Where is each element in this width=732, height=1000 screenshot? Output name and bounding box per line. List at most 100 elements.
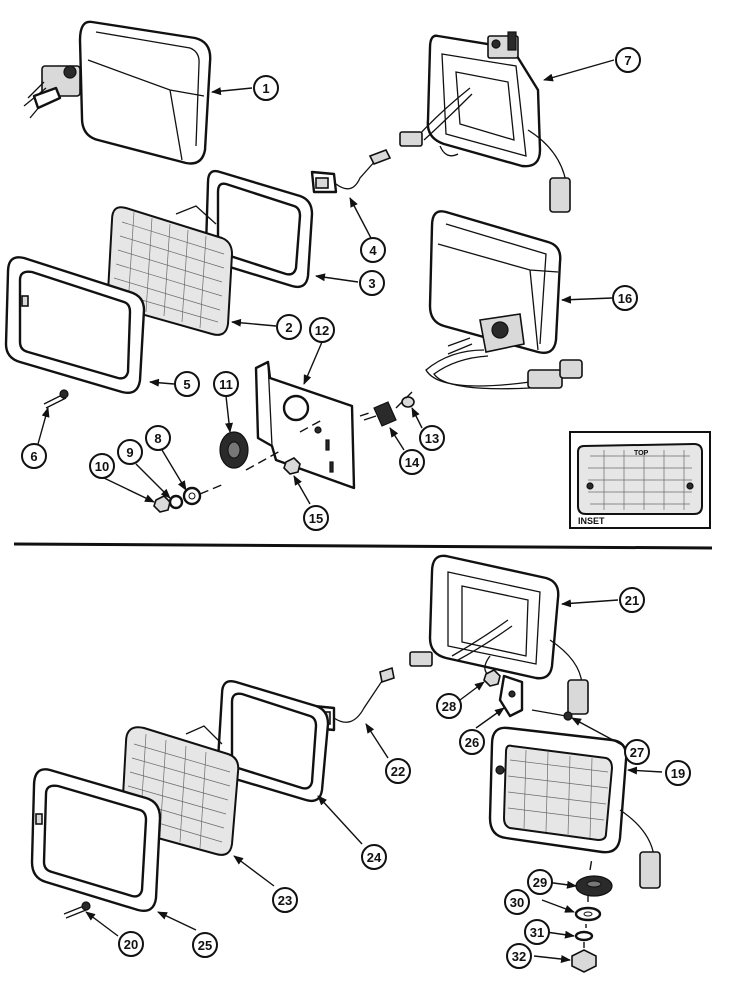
nut-10 [153,495,171,513]
callout-circle [419,425,445,451]
callout-number: 20 [124,937,138,952]
callout-circle [361,844,387,870]
bottom-callout-9: 30 [504,889,530,915]
callout-number: 28 [442,699,456,714]
callout-number: 26 [465,735,479,750]
callout-circle [524,919,550,945]
callout-number: 7 [624,53,631,68]
section-divider [13,542,713,550]
callout-circle [192,932,218,958]
callout-circle [174,371,200,397]
inset-top-marking: TOP [634,450,649,457]
top-callout-2: 4 [360,237,386,263]
bottom-callout-10: 31 [524,919,550,945]
callout-number: 9 [126,445,133,460]
callout-circle [459,729,485,755]
callout-number: 24 [367,850,382,865]
callout-circle [619,587,645,613]
top-callout-4: 2 [276,314,302,340]
lock-washer-9 [168,494,184,510]
callout-circle [21,443,47,469]
callout-number: 5 [183,377,190,392]
top-callout-11: 14 [399,449,425,475]
callout-number: 19 [671,766,685,781]
grommet-29 [575,875,613,897]
callout-circle [436,693,462,719]
nut-32 [571,949,597,973]
callout-number: 2 [285,320,292,335]
callout-number: 30 [510,895,524,910]
bottom-callout-6: 24 [361,844,387,870]
gasket-bottom [216,680,330,803]
bottom-callout-13: 32 [506,943,532,969]
rear-housing-bottom [409,554,589,715]
callout-circle [665,760,691,786]
nut-15 [283,457,301,475]
callout-number: 3 [368,276,375,291]
top-callout-3: 3 [359,270,385,296]
grommet [219,431,249,469]
callout-circle [118,931,144,957]
bottom-callout-4: 27 [624,739,650,765]
callout-number: 8 [154,431,161,446]
washer-8 [182,486,202,506]
callout-circle [117,439,143,465]
callout-number: 23 [278,893,292,908]
top-callout-13: 8 [145,425,171,451]
bottom-callout-5: 19 [665,760,691,786]
callout-circle [276,314,302,340]
bezel-top [4,256,146,394]
bottom-callouts: 21 28 22 26 27 19 24 23 29 30 31 20 25 32 [118,587,691,969]
bottom-callout-1: 28 [436,693,462,719]
callout-number: 32 [512,949,526,964]
top-callout-14: 10 [89,453,115,479]
top-callout-5: 16 [612,285,638,311]
rear-housing-assembly [399,31,571,213]
top-callout-6: 12 [309,317,335,343]
callout-number: 29 [533,875,547,890]
top-callout-10: 13 [419,425,445,451]
screw-20 [63,901,91,919]
inset-label: INSET [578,516,605,526]
bottom-callout-7: 23 [272,887,298,913]
lamp-assembly-bottom [488,726,661,889]
callout-circle [504,889,530,915]
callout-circle [272,887,298,913]
mounting-bracket [254,360,356,490]
top-callout-15: 15 [303,505,329,531]
callout-number: 10 [95,459,109,474]
bulb-with-lead [310,148,392,194]
bottom-callout-8: 29 [527,869,553,895]
callout-number: 25 [198,938,212,953]
nut-28 [483,669,501,687]
bolt-27 [531,709,573,721]
top-callout-12: 9 [117,439,143,465]
lock-washer-31 [574,930,594,942]
callout-circle [145,425,171,451]
callout-number: 27 [630,745,644,760]
bottom-callout-0: 21 [619,587,645,613]
nut-13 [401,396,415,408]
callout-number: 13 [425,431,439,446]
lamp-housing-assembly [23,20,212,165]
callout-circle [89,453,115,479]
callout-number: 12 [315,323,329,338]
callout-circle [253,75,279,101]
callout-circle [303,505,329,531]
callout-number: 11 [219,377,233,392]
top-callout-8: 11 [213,371,239,397]
washer-30 [574,906,602,922]
leader-lines [37,59,663,963]
callout-circle [624,739,650,765]
inset-panel: TOP INSET [569,431,711,529]
callout-circle [527,869,553,895]
top-callout-1: 7 [615,47,641,73]
top-callout-9: 6 [21,443,47,469]
callout-number: 15 [309,511,323,526]
callout-number: 31 [530,925,544,940]
callout-circle [213,371,239,397]
callout-number: 22 [391,764,405,779]
callout-number: 21 [625,593,639,608]
